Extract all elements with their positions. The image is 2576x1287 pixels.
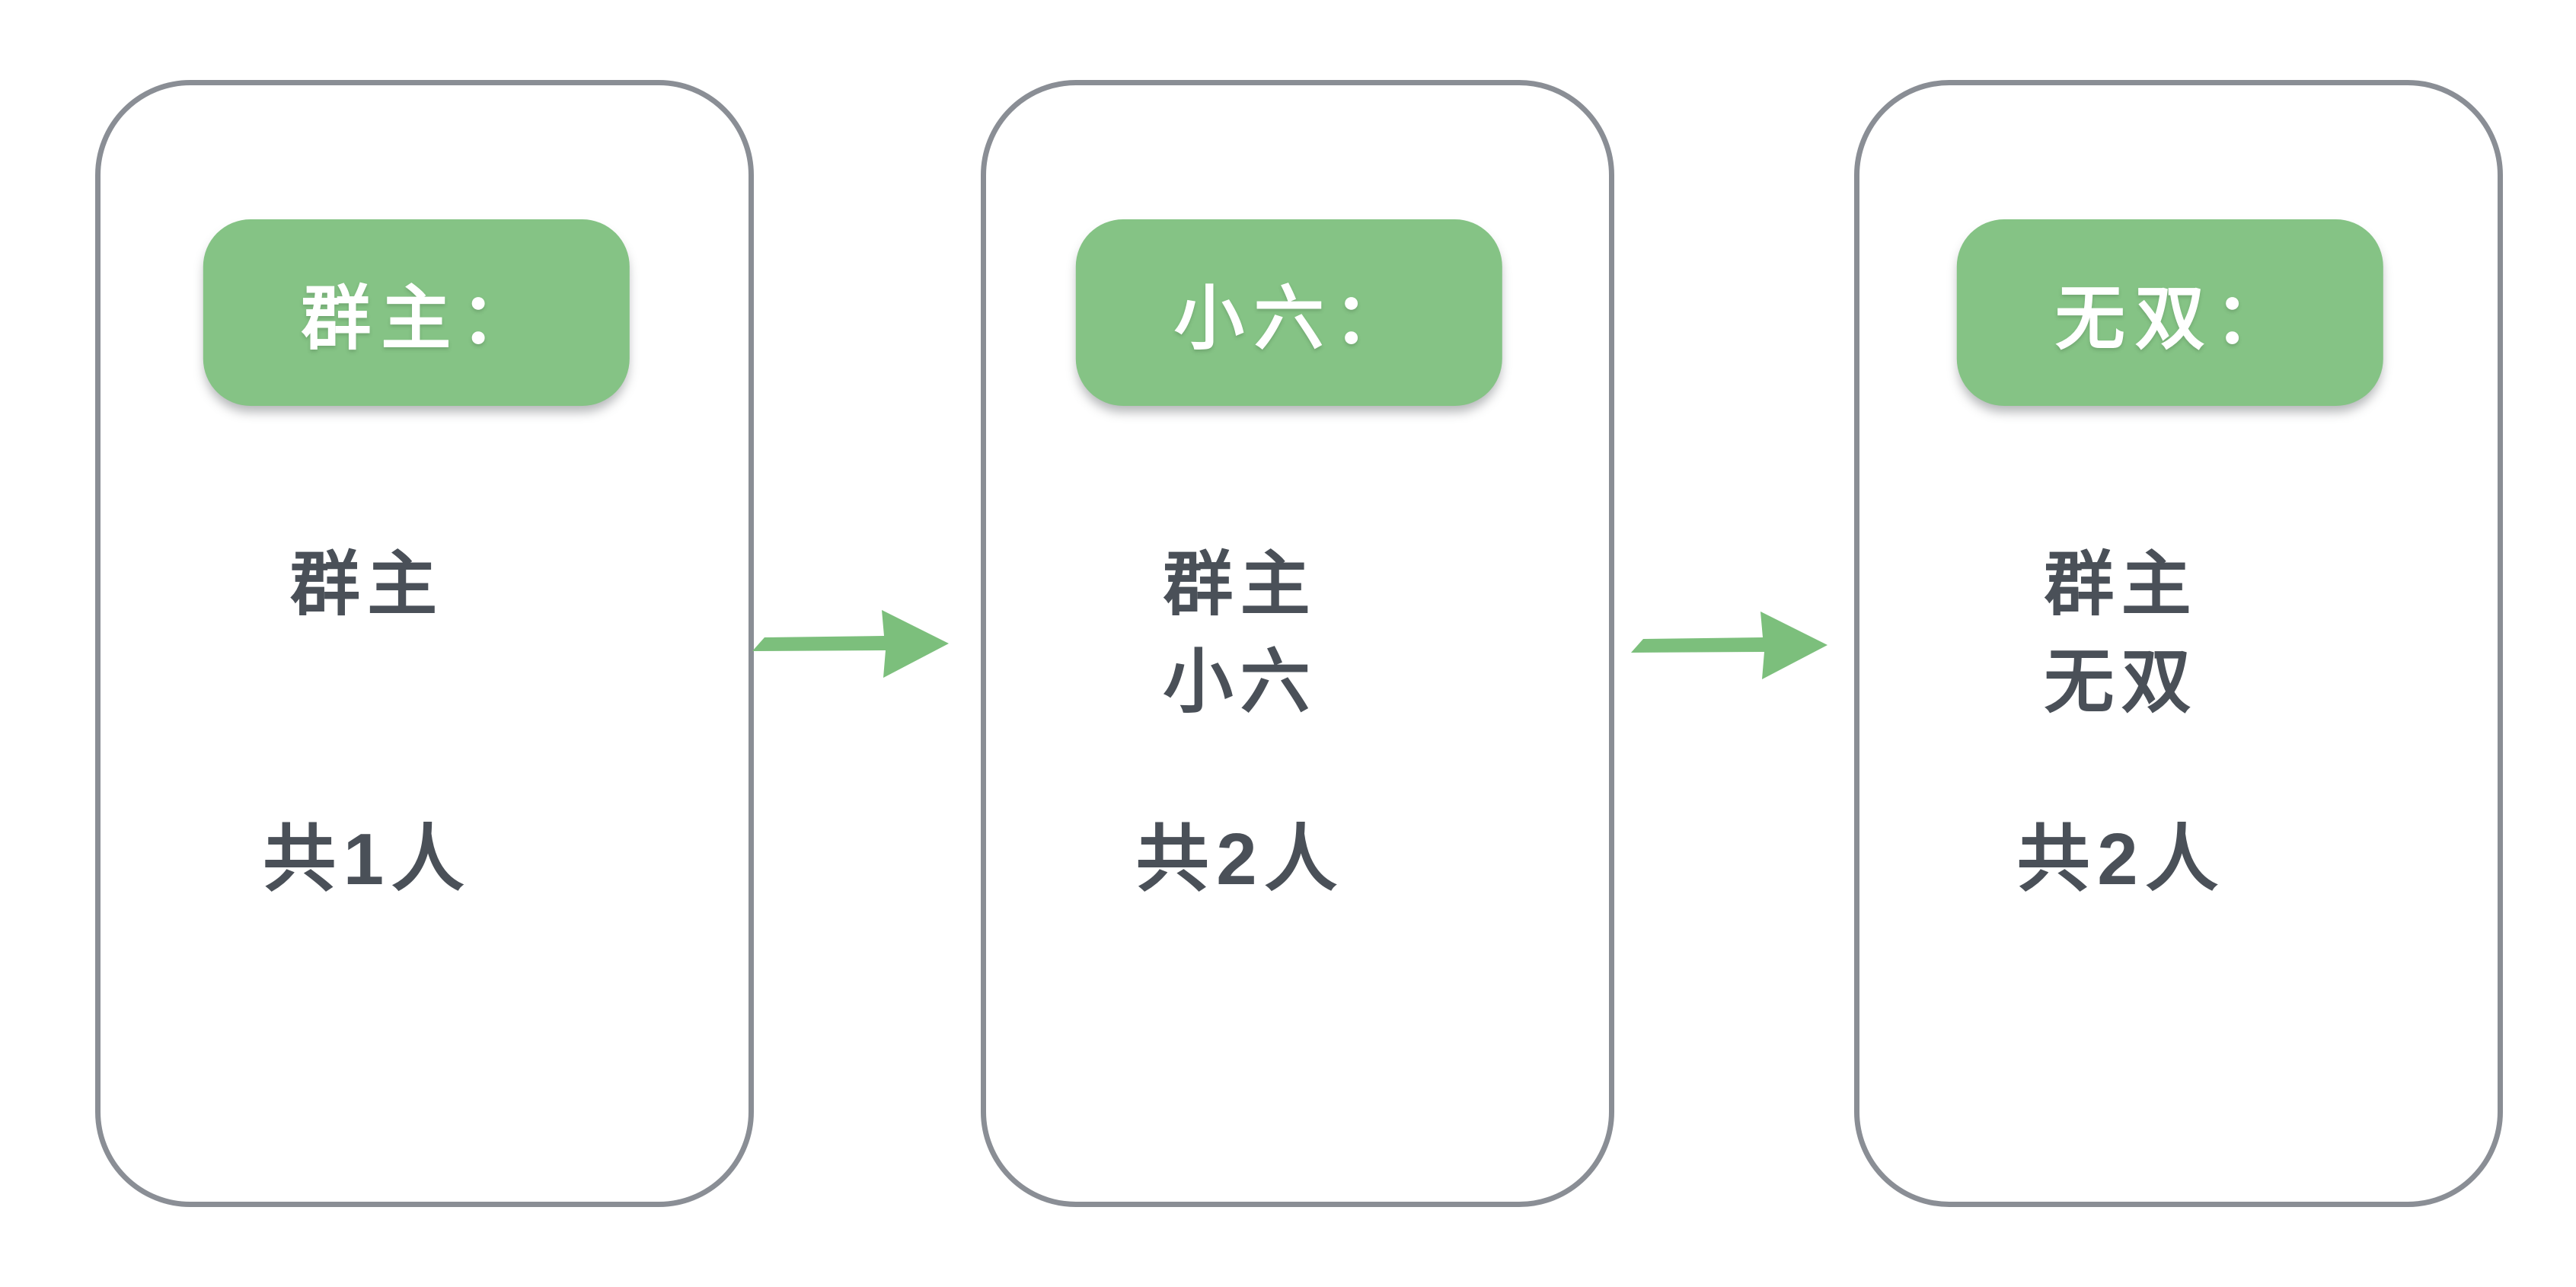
member-name: 群主	[2044, 546, 2198, 624]
group-card-step-1: 群主： 群主 共1人	[95, 80, 754, 1207]
member-list: 群主 无双	[1799, 536, 2437, 731]
group-card-step-2: 小六： 群主 小六 共2人	[981, 80, 1614, 1207]
flow-arrow-right-icon	[752, 608, 952, 680]
member-badge-wushuang: 无双：	[1956, 219, 2383, 406]
member-count: 共1人	[263, 819, 472, 900]
member-list: 群主 小六	[925, 536, 1548, 731]
member-name: 群主	[1163, 546, 1317, 624]
group-card-step-3: 无双： 群主 无双 共2人	[1854, 80, 2503, 1207]
member-count: 共2人	[2016, 819, 2226, 900]
badge-label: 群主：	[301, 280, 541, 358]
flow-arrow-right-icon	[1631, 609, 1831, 682]
member-badge-xiaoliu: 小六：	[1075, 219, 1502, 406]
member-name: 无双	[2044, 644, 2198, 721]
member-name: 小六	[1163, 644, 1317, 721]
member-name: 群主	[289, 546, 445, 624]
member-count: 共2人	[1135, 819, 1345, 900]
member-list: 群主	[40, 536, 688, 634]
badge-label: 小六：	[1173, 280, 1414, 358]
owner-badge: 群主：	[203, 219, 630, 406]
badge-label: 无双：	[2054, 280, 2295, 358]
